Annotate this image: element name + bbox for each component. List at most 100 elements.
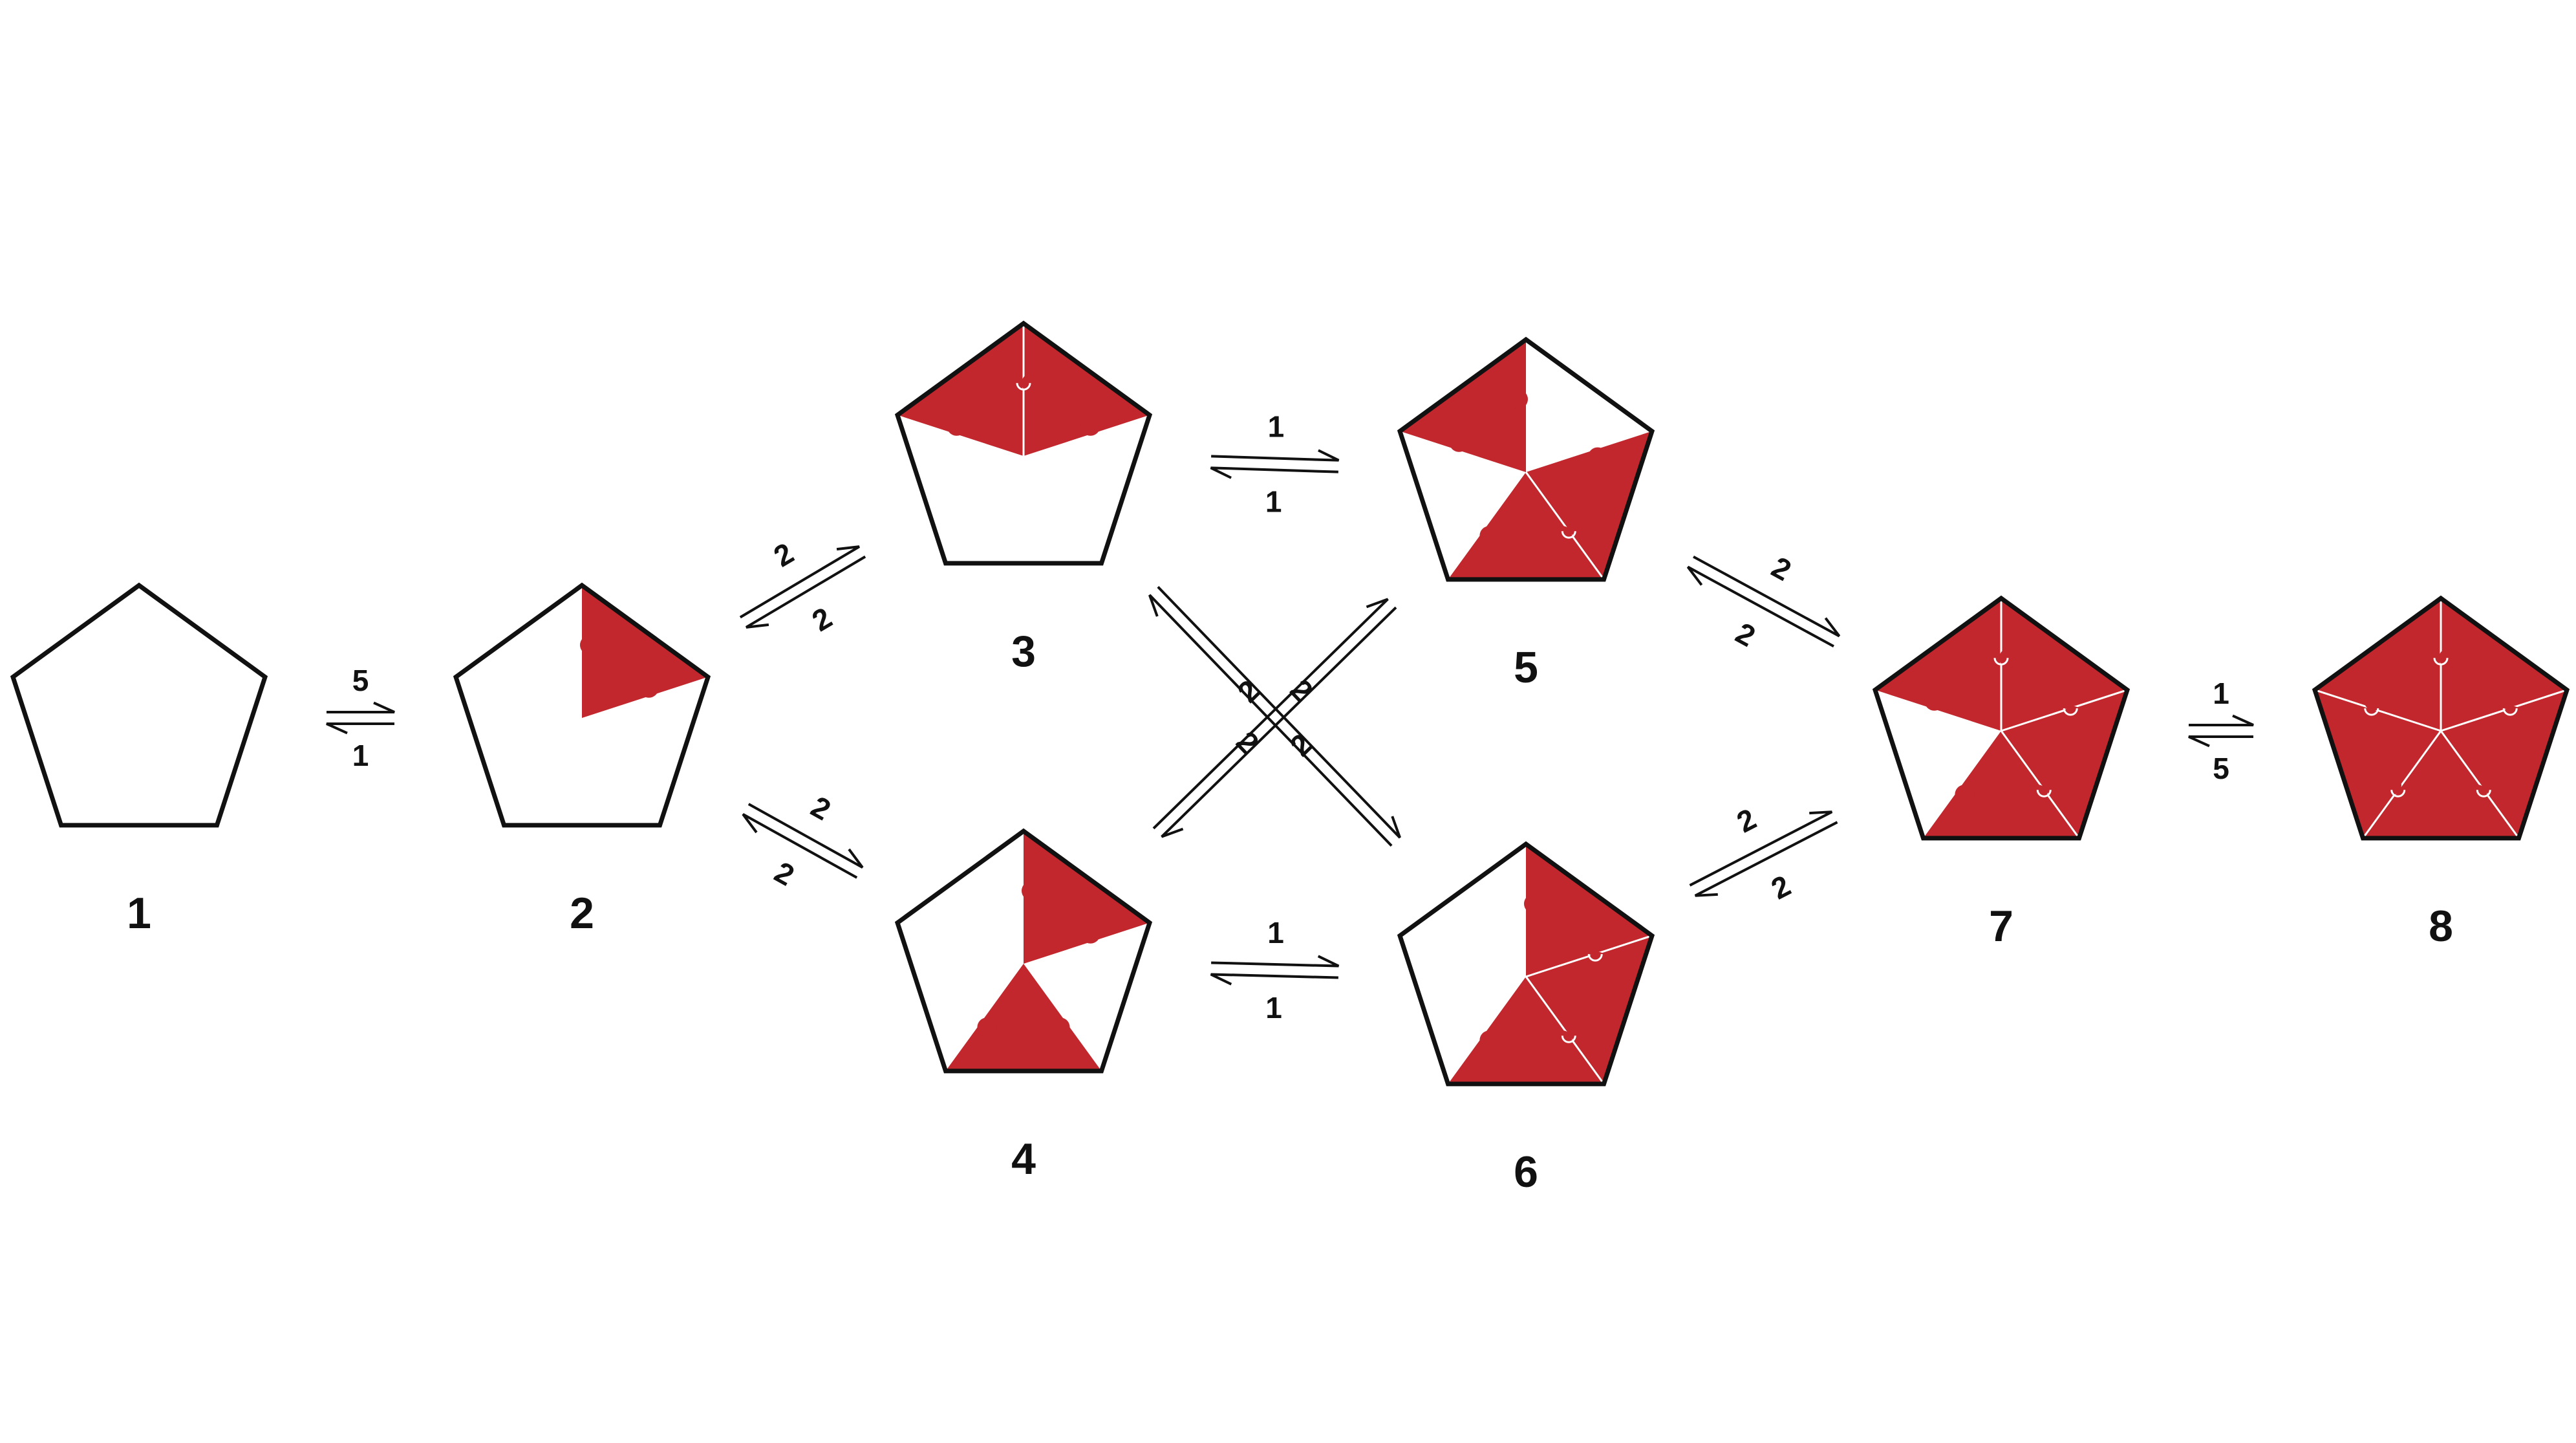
forward-rate-label: 2 <box>768 536 800 574</box>
state-8-connector-seam <box>2390 790 2406 797</box>
backward-rate-label: 2 <box>1766 869 1796 906</box>
backward-rate-label: 5 <box>2213 752 2229 785</box>
backward-rate-label: 2 <box>769 855 800 893</box>
state-7-filled-sector-1 <box>2001 689 2127 838</box>
state-8-filled-sector-1 <box>2441 689 2567 838</box>
state-4: 4 <box>894 828 1153 1184</box>
state-7-connector-bump <box>1924 691 1944 711</box>
state-7-connector-bump <box>1955 785 1975 805</box>
state-8-connector-bump <box>2467 785 2487 805</box>
state-3-connector-bump <box>1080 416 1100 436</box>
backward-rate-label: 2 <box>1230 725 1265 761</box>
backward-arrow <box>1694 821 1838 897</box>
backward-rate-label: 1 <box>1265 991 1282 1025</box>
state-8-connector-bump <box>2364 691 2384 711</box>
state-5: 5 <box>1397 336 1655 692</box>
state-6-connector-bump <box>1524 894 1543 914</box>
state-6-filled-sector-2 <box>1448 977 1604 1084</box>
forward-rate-label: 1 <box>1268 410 1285 444</box>
state-5-connector-bump <box>1449 432 1469 452</box>
forward-arrow <box>1211 955 1340 968</box>
state-6-filled-sector-0 <box>1526 844 1652 977</box>
state-6-filled-sector-1 <box>1526 935 1652 1084</box>
transition-2-3: 22 <box>739 536 866 638</box>
state-8-filled-sector-0 <box>2441 598 2567 731</box>
state-7-pentagon-outline <box>1872 595 2131 841</box>
forward-arrow <box>1689 810 1833 887</box>
state-4-connector-bump <box>1080 924 1100 944</box>
forward-rate-label: 2 <box>806 789 837 827</box>
state-8-connector-seam <box>2502 708 2518 716</box>
state-8-label: 8 <box>2429 902 2453 951</box>
forward-arrow <box>1693 555 1841 638</box>
state-6-connector-bump <box>1587 951 1607 971</box>
state-8-sector-divider <box>2362 730 2442 839</box>
backward-arrow <box>742 813 858 879</box>
transition-2-4: 22 <box>742 789 864 893</box>
transition-7-8: 15 <box>2188 677 2254 785</box>
state-2-connector-bump <box>639 678 659 698</box>
state-5-sector-divider <box>1525 472 1605 580</box>
state-8-connector-bump <box>2382 776 2402 796</box>
state-8: 8 <box>2312 595 2570 951</box>
state-4-connector-bump <box>1022 881 1041 901</box>
forward-arrow <box>327 701 395 713</box>
transition-4-5: 22 <box>1152 598 1397 838</box>
state-5-filled-sector-2 <box>1448 472 1604 580</box>
state-1: 1 <box>10 582 268 938</box>
backward-arrow <box>2188 735 2253 748</box>
state-7: 7 <box>1872 595 2131 951</box>
state-6-connector-bump <box>1479 1030 1499 1050</box>
transition-4-6: 11 <box>1210 916 1340 1025</box>
state-3-pentagon-outline <box>894 320 1153 566</box>
state-2: 2 <box>453 582 711 938</box>
forward-rate-label: 2 <box>1766 550 1797 587</box>
state-4-filled-sector-0 <box>1024 831 1150 964</box>
state-2-label: 2 <box>570 889 594 938</box>
backward-rate-label: 2 <box>806 600 838 638</box>
state-4-connector-bump <box>1050 1017 1070 1037</box>
backward-rate-label: 2 <box>1283 727 1319 763</box>
state-5-label: 5 <box>1514 643 1538 692</box>
state-7-filled-sector-0 <box>2001 598 2127 731</box>
state-8-sector-divider <box>2440 730 2520 839</box>
state-5-connector-seam <box>1561 531 1576 539</box>
backward-arrow <box>1686 565 1834 648</box>
state-6-label: 6 <box>1514 1147 1538 1197</box>
state-2-connector-bump <box>580 635 599 655</box>
forward-arrow <box>2189 714 2254 726</box>
backward-arrow <box>746 555 866 629</box>
state-5-connector-bump <box>1587 447 1607 467</box>
forward-arrow <box>1152 598 1389 830</box>
state-6-sector-divider <box>1525 976 1605 1085</box>
state-6-connector-seam <box>1561 1036 1576 1043</box>
state-7-connector-bump <box>2028 785 2048 805</box>
state-7-connector-seam <box>1993 658 2009 666</box>
state-4-label: 4 <box>1011 1134 1036 1184</box>
transition-3-5: 11 <box>1210 410 1340 518</box>
state-8-connector-seam <box>2433 658 2449 666</box>
state-3: 3 <box>894 320 1153 676</box>
backward-arrow <box>1210 466 1338 479</box>
state-8-filled-sector-2 <box>2363 731 2519 838</box>
forward-rate-label: 2 <box>1284 673 1320 708</box>
transition-5-7: 22 <box>1686 550 1841 653</box>
backward-arrow <box>1148 594 1393 847</box>
state-6-pentagon-outline <box>1397 841 1655 1087</box>
state-8-connector-bump <box>2502 706 2522 726</box>
state-3-connector-bump <box>947 416 967 436</box>
states-layer: 1 2 3 4 5 6 7 8 <box>10 320 2570 1197</box>
transition-6-7: 22 <box>1689 802 1838 906</box>
state-1-label: 1 <box>127 889 151 938</box>
transition-3-6: 22 <box>1148 586 1401 847</box>
forward-arrow <box>747 803 864 869</box>
backward-rate-label: 1 <box>1265 484 1282 518</box>
state-1-pentagon-outline <box>10 582 268 828</box>
state-5-connector-bump <box>1552 526 1572 546</box>
state-7-connector-seam <box>2036 790 2052 797</box>
forward-rate-label: 1 <box>2213 677 2229 710</box>
forward-arrow <box>1211 449 1340 462</box>
state-6: 6 <box>1397 841 1655 1197</box>
forward-arrow <box>739 545 860 619</box>
